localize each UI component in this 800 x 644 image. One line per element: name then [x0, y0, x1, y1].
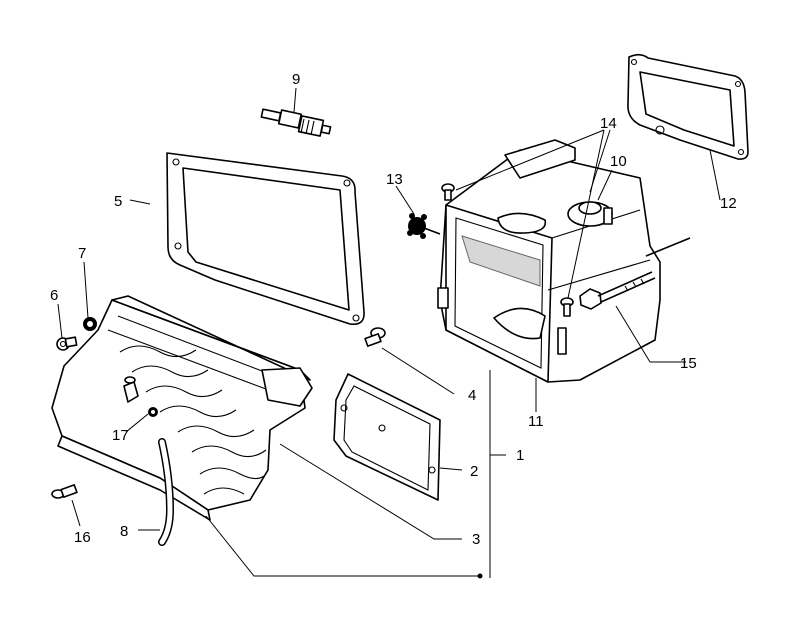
spark-plug — [260, 108, 332, 137]
bolt-16 — [51, 484, 78, 499]
callout-9: 9 — [292, 71, 300, 88]
leader-lines — [57, 87, 721, 578]
callout-8: 8 — [120, 523, 128, 540]
screw-4 — [364, 327, 386, 347]
callout-6: 6 — [50, 287, 58, 304]
gasket-right — [627, 53, 749, 160]
callout-2: 2 — [470, 463, 478, 480]
gasket-upper — [166, 152, 365, 326]
hose — [158, 438, 175, 546]
callout-1: 1 — [516, 447, 524, 464]
callout-15: 15 — [680, 355, 697, 372]
stud-17 — [148, 407, 158, 417]
callout-14: 14 — [600, 115, 617, 132]
callout-13: 13 — [386, 171, 403, 188]
screw-side — [560, 297, 574, 317]
gasket-plate — [333, 373, 441, 501]
washer-7 — [83, 317, 97, 331]
stud-13 — [407, 213, 441, 239]
callout-11: 11 — [528, 413, 544, 430]
cylinder-head — [51, 295, 313, 521]
screw-top — [441, 183, 455, 201]
callout-17: 17 — [112, 427, 129, 444]
callout-4: 4 — [468, 387, 476, 404]
callout-10: 10 — [610, 153, 627, 170]
callout-5: 5 — [114, 193, 122, 210]
cylinder-head-cover — [437, 139, 691, 383]
callout-12: 12 — [720, 195, 737, 212]
nut-6 — [56, 336, 78, 351]
callout-labels: 1 2 3 4 5 6 7 8 9 10 11 12 13 14 15 16 1… — [50, 71, 737, 548]
callout-7: 7 — [78, 245, 86, 262]
callout-3: 3 — [472, 531, 480, 548]
bolt-long — [579, 271, 656, 310]
callout-16: 16 — [74, 529, 91, 546]
leader-endpoint — [477, 573, 483, 579]
